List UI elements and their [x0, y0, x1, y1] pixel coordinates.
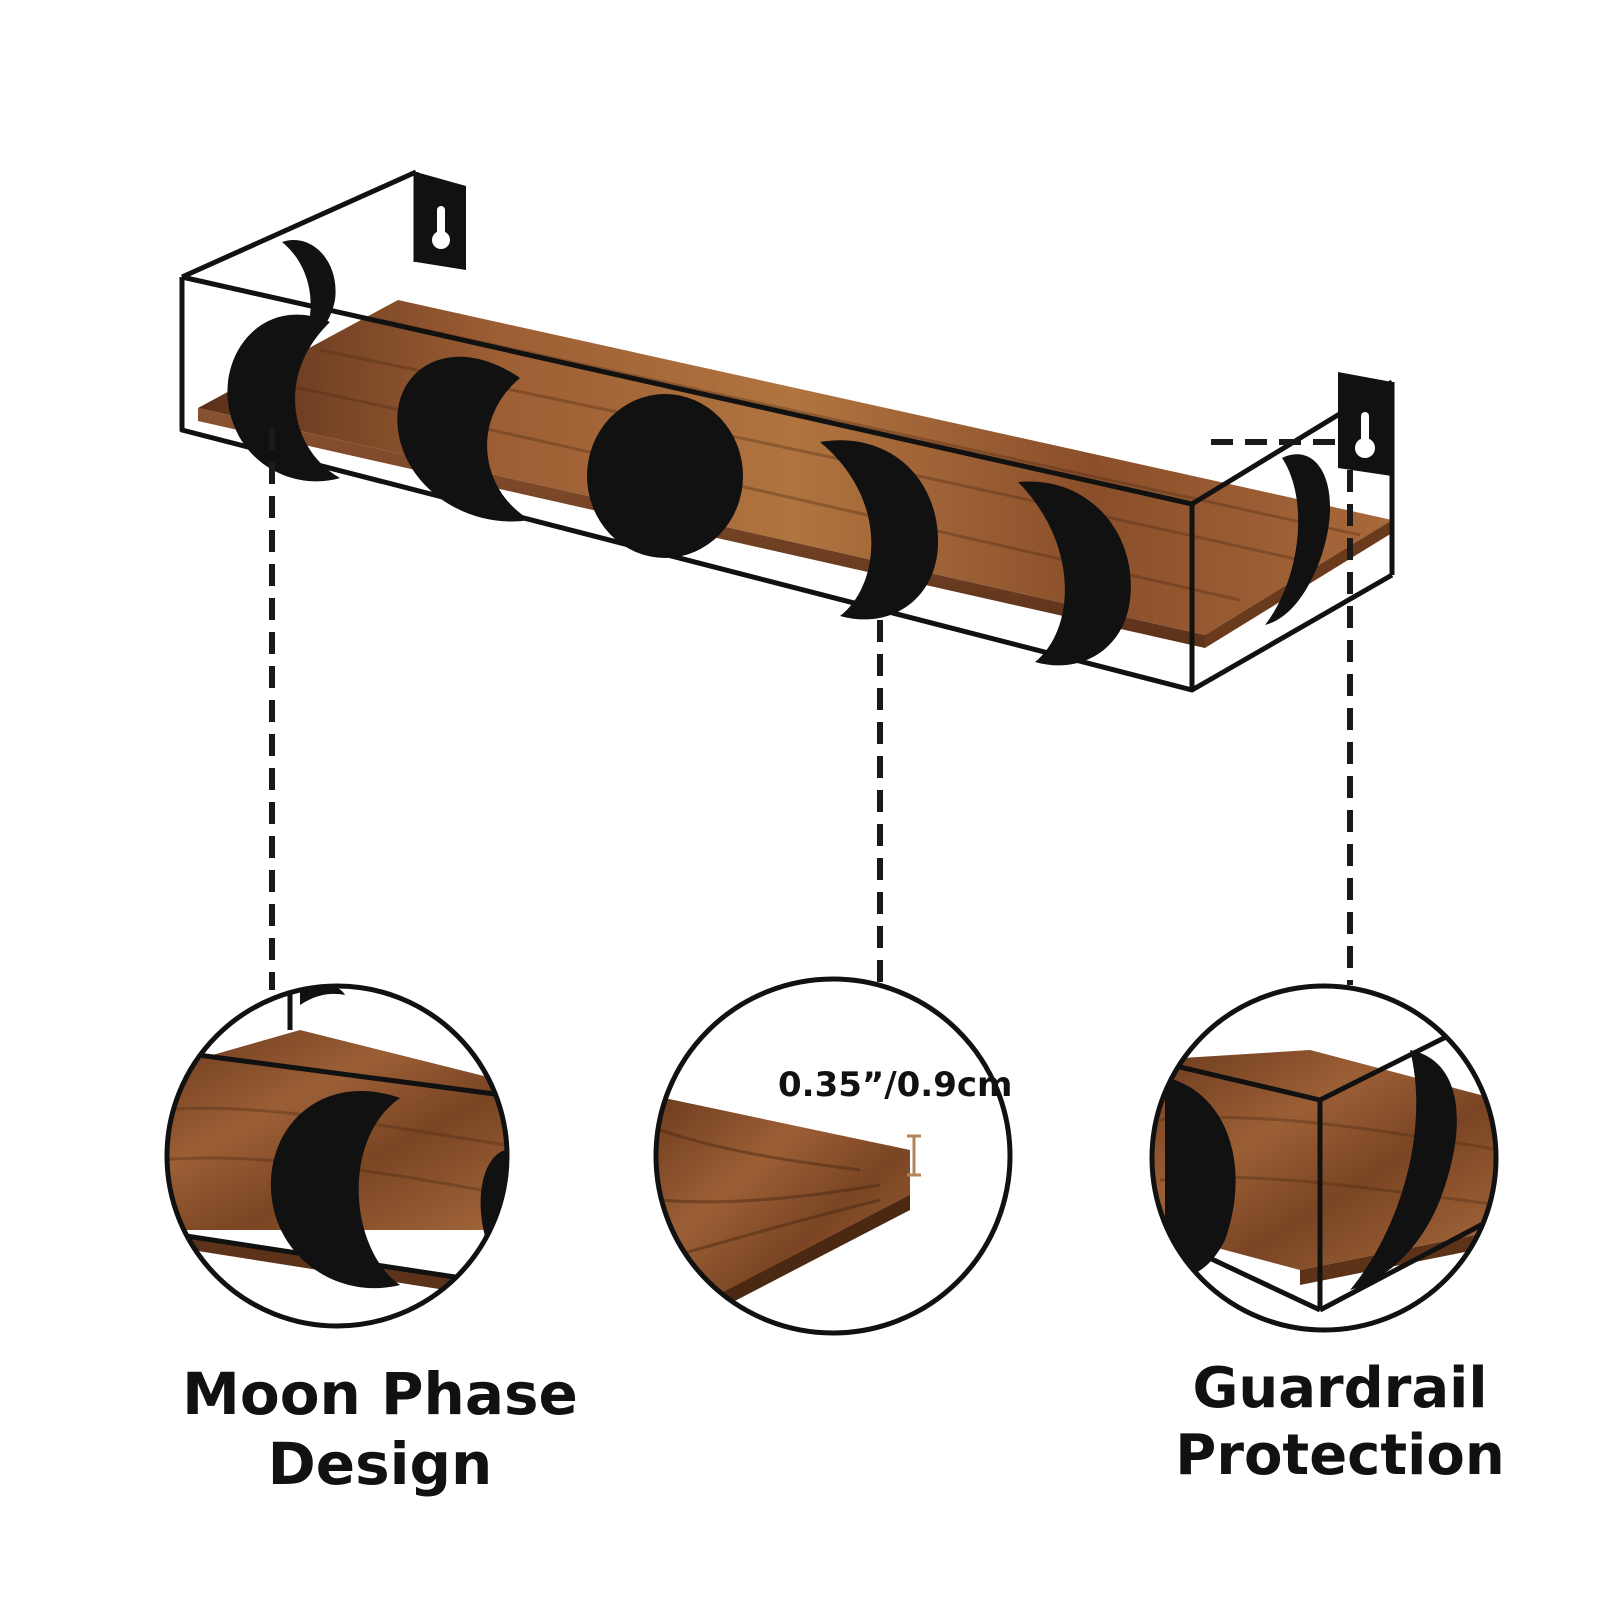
caption-guardrail-line2: Protection [1175, 1423, 1505, 1489]
detail-circle-middle [653, 976, 1013, 1336]
moon-side-right-icon [1265, 454, 1331, 625]
caption-moon-phase-line2: Design [267, 1429, 493, 1498]
keyhole-icon [432, 206, 1375, 458]
detail-guardrail [1149, 983, 1499, 1333]
moon-phase-5-icon [1018, 481, 1131, 666]
caption-moon-phase: Moon Phase Design [150, 1360, 610, 1499]
moon-phase-4-icon [820, 440, 939, 620]
shelf-board-top [198, 300, 1392, 635]
moon-side-left-icon [282, 240, 336, 345]
caption-guardrail-line1: Guardrail [1192, 1356, 1488, 1421]
detail-circle-right [1149, 983, 1499, 1333]
caption-guardrail: Guardrail Protection [1140, 1355, 1540, 1489]
detail-circle-left [164, 983, 510, 1329]
detail-moon-icon [270, 1090, 400, 1289]
thickness-label: 0.35”/0.9cm [778, 1065, 1012, 1105]
moon-phase-3-icon [587, 394, 743, 558]
detail-thickness: 0.35”/0.9cm [653, 976, 1013, 1336]
moon-phases [227, 314, 1131, 666]
thickness-marker-icon [907, 1134, 921, 1177]
moon-phase-2-icon [397, 356, 530, 522]
moon-phase-1-icon [227, 314, 340, 482]
caption-moon-phase-line1: Moon Phase [182, 1360, 578, 1428]
detail-moon-side-icon [1165, 1080, 1236, 1280]
guide-lines [269, 428, 1353, 990]
main-shelf [179, 169, 1395, 693]
detail-moon-phase [164, 983, 510, 1329]
detail-guardrail-moon-icon [1350, 1050, 1457, 1290]
